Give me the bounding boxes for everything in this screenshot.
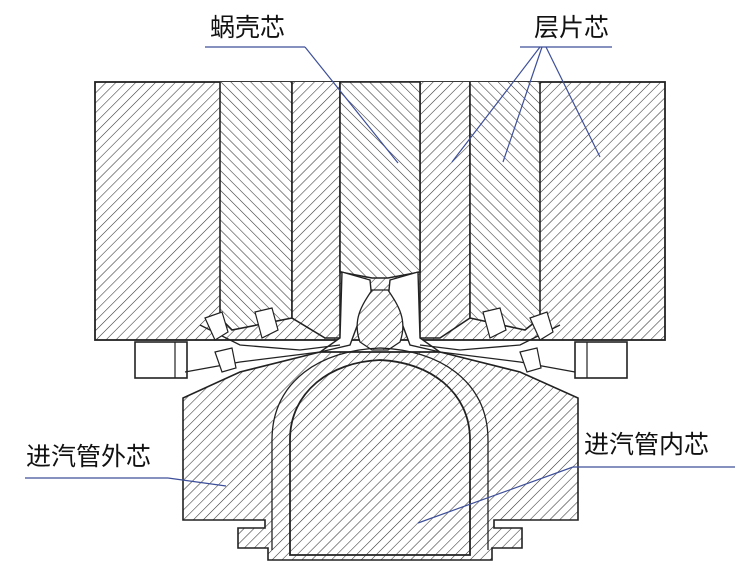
label-volute-core: 蜗壳芯	[210, 13, 286, 42]
left-side-block	[134, 341, 188, 379]
volute-core-shape	[339, 81, 421, 279]
inner-core-gap	[271, 347, 489, 550]
right-side-block	[574, 341, 628, 379]
inlet-inner-core-shape	[289, 359, 471, 556]
label-inlet-outer-core: 进汽管外芯	[26, 442, 152, 471]
blade-details	[204, 307, 554, 373]
leader-lines	[25, 46, 735, 524]
label-layer-core: 层片芯	[534, 13, 610, 42]
label-inlet-inner-core: 进汽管内芯	[584, 430, 710, 459]
layer-core-slabs	[219, 82, 541, 339]
